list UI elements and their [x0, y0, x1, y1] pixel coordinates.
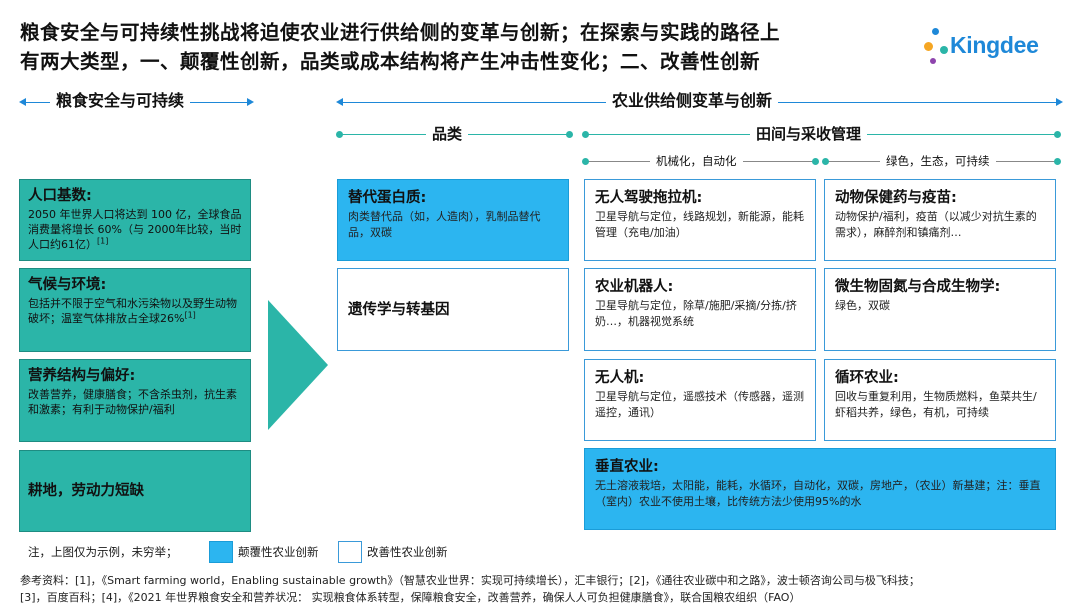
legend-improving-label: 改善性农业创新 [367, 545, 448, 559]
nutrition-box: 营养结构与偏好: 改善营养，健康膳食；不含杀虫剂，抗生素和激素；有利于动物保护/… [19, 359, 251, 442]
driverless-tractor-title: 无人驾驶拖拉机: [595, 190, 703, 206]
legend-disruptive-label: 颠覆性农业创新 [238, 545, 319, 559]
logo-dot-orange [924, 42, 933, 51]
climate-title: 气候与环境: [28, 277, 107, 293]
logo-dot-purple [930, 58, 936, 64]
agri-robot-title: 农业机器人: [595, 279, 674, 295]
title-line-2: 有两大类型，一、颠覆性创新，品类或成本结构将产生冲击性变化；二、改善性创新 [20, 50, 761, 73]
left-header-label: 粮食安全与可持续 [50, 91, 191, 111]
drone-box: 无人机: 卫星导航与定位，遥感技术（传感器，遥测遥控，通讯） [584, 359, 816, 441]
category-header-dot-right [566, 131, 573, 138]
population-ref: [1] [97, 236, 109, 246]
left-header-arrow-right [247, 98, 254, 106]
animal-health-body: 动物保护/福利，疫苗（以减少对抗生素的需求），麻醉剂和镇痛剂… [835, 210, 1037, 239]
climate-body-text: 包括并不限于空气和水污染物以及野生动物破坏；温室气体排放占全球26% [28, 297, 237, 325]
driverless-tractor-body: 卫星导航与定位，线路规划，新能源，能耗管理（充电/加油） [595, 210, 804, 239]
logo-dot-teal [940, 46, 948, 54]
logo-dot-blue [932, 28, 939, 35]
animal-health-title: 动物保健药与疫苗: [835, 190, 957, 206]
nutrition-body: 改善营养，健康膳食；不含杀虫剂，抗生素和激素；有利于动物保护/福利 [28, 388, 237, 416]
mech-subheader-dot-left [582, 158, 589, 165]
legend-swatch-disruptive [209, 541, 233, 563]
flow-chevron-icon [268, 300, 328, 430]
population-body: 2050 年世界人口将达到 100 亿，全球食品消费量将增长 60%（与 200… [28, 207, 242, 252]
population-box: 人口基数: 2050 年世界人口将达到 100 亿，全球食品消费量将增长 60%… [19, 179, 251, 261]
land-labor-title: 耕地，劳动力短缺 [28, 483, 144, 499]
category-header-label: 品类 [426, 124, 469, 144]
microbial-title: 微生物固氮与合成生物学: [835, 279, 1001, 295]
vertical-farming-body: 无土溶液栽培，太阳能，能耗，水循环，自动化，双碳，房地产，（农业）新基建；注：垂… [595, 479, 1041, 508]
population-title: 人口基数: [28, 188, 92, 204]
alt-protein-body: 肉类替代品（如，人造肉），乳制品替代品，双碳 [348, 210, 541, 239]
right-header-arrow-right [1056, 98, 1063, 106]
field-header-label: 田间与采收管理 [750, 124, 868, 144]
right-header-arrow-left [336, 98, 343, 106]
climate-body: 包括并不限于空气和水污染物以及野生动物破坏；温室气体排放占全球26%[1] [28, 296, 242, 326]
mech-subheader-label: 机械化，自动化 [650, 151, 743, 171]
field-header-dot-left [582, 131, 589, 138]
vertical-farming-box: 垂直农业: 无土溶液栽培，太阳能，能耗，水循环，自动化，双碳，房地产，（农业）新… [584, 448, 1056, 530]
agri-robot-body: 卫星导航与定位，除草/施肥/采摘/分拣/挤奶…，机器视觉系统 [595, 299, 797, 328]
legend-note: 注，上图仅为示例，未穷举； [28, 545, 178, 559]
left-header-arrow-left [19, 98, 26, 106]
genetics-title: 遗传学与转基因 [348, 301, 450, 318]
logo-text: Kingdee [950, 32, 1039, 58]
driverless-tractor-box: 无人驾驶拖拉机: 卫星导航与定位，线路规划，新能源，能耗管理（充电/加油） [584, 179, 816, 261]
green-subheader-dot-right [1054, 158, 1061, 165]
drone-body: 卫星导航与定位，遥感技术（传感器，遥测遥控，通讯） [595, 390, 804, 419]
agri-robot-box: 农业机器人: 卫星导航与定位，除草/施肥/采摘/分拣/挤奶…，机器视觉系统 [584, 268, 816, 351]
page-title: 粮食安全与可持续性挑战将迫使农业进行供给侧的变革与创新；在探索与实践的路径上 有… [20, 18, 900, 76]
alt-protein-box: 替代蛋白质: 肉类替代品（如，人造肉），乳制品替代品，双碳 [337, 179, 569, 261]
mech-subheader-dot-right [812, 158, 819, 165]
right-header-label: 农业供给侧变革与创新 [606, 91, 779, 111]
nutrition-title: 营养结构与偏好: [28, 368, 136, 384]
kingdee-logo: Kingdee [920, 20, 1060, 68]
field-header-dot-right [1054, 131, 1061, 138]
references: 参考资料：[1]，《Smart farming world，Enabling s… [20, 572, 1070, 606]
climate-box: 气候与环境: 包括并不限于空气和水污染物以及野生动物破坏；温室气体排放占全球26… [19, 268, 251, 352]
land-labor-box: 耕地，劳动力短缺 [19, 450, 251, 532]
drone-title: 无人机: [595, 370, 645, 386]
animal-health-box: 动物保健药与疫苗: 动物保护/福利，疫苗（以减少对抗生素的需求），麻醉剂和镇痛剂… [824, 179, 1056, 261]
vertical-farming-title: 垂直农业: [595, 459, 659, 475]
climate-ref: [1] [184, 310, 196, 320]
references-line-1: 参考资料：[1]，《Smart farming world，Enabling s… [20, 574, 920, 587]
genetics-box: 遗传学与转基因 [337, 268, 569, 351]
circular-agri-title: 循环农业: [835, 370, 899, 386]
green-subheader-dot-left [822, 158, 829, 165]
category-header-dot-left [336, 131, 343, 138]
title-line-1: 粮食安全与可持续性挑战将迫使农业进行供给侧的变革与创新；在探索与实践的路径上 [20, 21, 781, 44]
microbial-box: 微生物固氮与合成生物学: 绿色，双碳 [824, 268, 1056, 351]
population-body-text: 2050 年世界人口将达到 100 亿，全球食品消费量将增长 60%（与 200… [28, 208, 242, 251]
microbial-body: 绿色，双碳 [835, 299, 890, 312]
circular-agri-box: 循环农业: 回收与重复利用，生物质燃料，鱼菜共生/虾稻共养，绿色，有机，可持续 [824, 359, 1056, 441]
circular-agri-body: 回收与重复利用，生物质燃料，鱼菜共生/虾稻共养，绿色，有机，可持续 [835, 390, 1037, 419]
green-subheader-label: 绿色，生态，可持续 [880, 151, 996, 171]
alt-protein-title: 替代蛋白质: [348, 190, 427, 206]
references-line-2: [3]，百度百科；[4]，《2021 年世界粮食安全和营养状况： 实现粮食体系转… [20, 591, 801, 604]
legend-swatch-improving [338, 541, 362, 563]
